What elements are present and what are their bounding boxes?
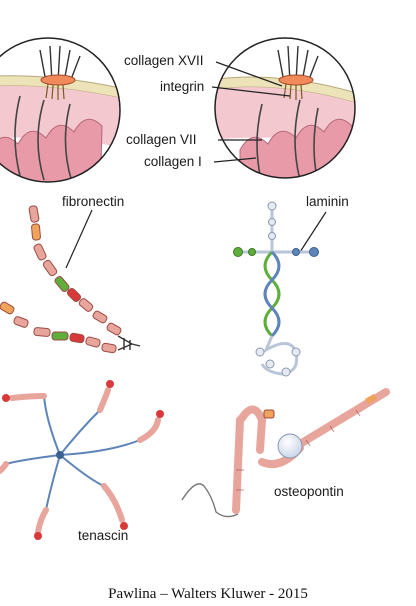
leader-fibronectin — [65, 209, 93, 269]
leader-integrin — [211, 86, 291, 97]
osteopontin-molecule — [181, 388, 390, 518]
label-collagen-i: collagen I — [144, 154, 202, 169]
right-magnified-circle — [214, 37, 356, 179]
label-osteopontin: osteopontin — [274, 484, 344, 499]
label-collagen-vii: collagen VII — [126, 132, 197, 147]
leader-collagen-i — [213, 157, 257, 163]
leader-collagen-xvii — [215, 61, 283, 87]
laminin-molecule — [233, 201, 319, 377]
fibronectin-disulfide-bridge — [117, 335, 141, 351]
label-laminin: laminin — [306, 194, 349, 209]
label-fibronectin: fibronectin — [62, 194, 124, 209]
fibronectin-molecule — [0, 205, 122, 354]
left-magnified-circle — [0, 37, 121, 183]
label-collagen-xvii: collagen XVII — [124, 53, 204, 68]
leader-laminin — [299, 211, 327, 253]
label-integrin: integrin — [160, 79, 204, 94]
label-tenascin: tenascin — [78, 528, 128, 543]
tenascin-molecule — [0, 380, 164, 540]
credit-line: Pawlina – Walters Kluwer - 2015 — [108, 586, 308, 602]
